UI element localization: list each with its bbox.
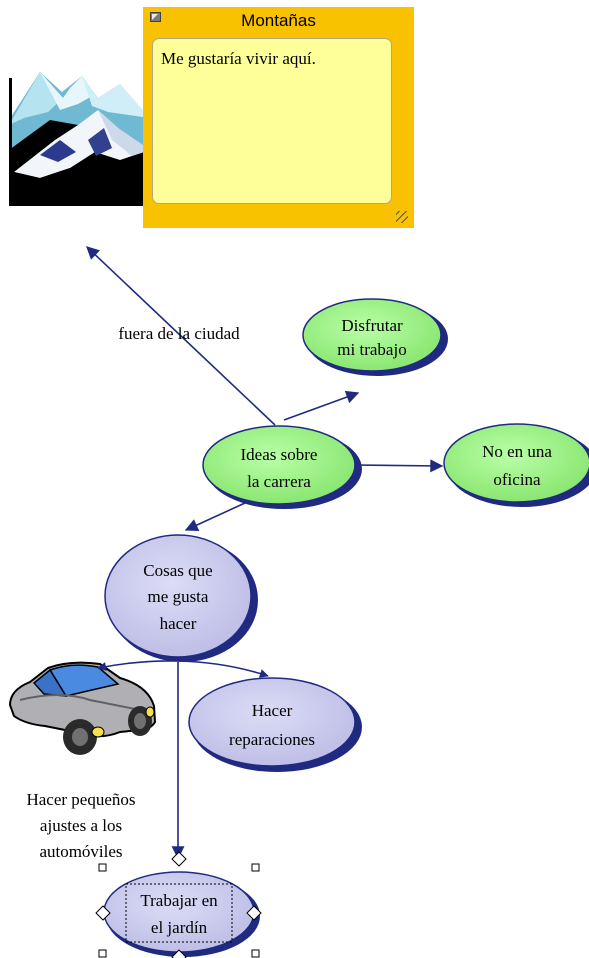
node-repairs-line-1: Hacer	[252, 701, 293, 720]
node-career[interactable]: Ideas sobre la carrera	[202, 425, 362, 509]
link-handle-top[interactable]	[171, 851, 187, 867]
resize-handle-bottom-right[interactable]	[251, 949, 260, 958]
node-repairs[interactable]: Hacer reparaciones	[188, 677, 362, 772]
link-to-mountains[interactable]	[86, 246, 276, 426]
node-likes-line-1: Cosas que	[143, 561, 212, 580]
node-likes[interactable]: Cosas que me gusta hacer	[104, 534, 258, 662]
link-handle-left[interactable]	[95, 905, 111, 921]
car-caption-line-1: Hacer pequeños	[26, 790, 135, 809]
node-career-line-2: la carrera	[247, 472, 311, 491]
link-to-enjoy[interactable]	[283, 390, 360, 421]
note-text-area[interactable]: Me gustaría vivir aquí.	[152, 38, 392, 204]
node-enjoy-line-2: mi trabajo	[337, 340, 406, 359]
link-to-office[interactable]	[354, 459, 444, 473]
node-garden[interactable]: Trabajar en el jardín	[103, 871, 260, 957]
node-office-line-1: No en una	[482, 442, 552, 461]
node-likes-line-3: hacer	[160, 614, 197, 633]
note-title: Montañas	[241, 11, 316, 30]
resize-handle-bottom-left[interactable]	[98, 949, 107, 958]
node-garden-line-1: Trabajar en	[140, 891, 218, 910]
link-label-to-mountains: fuera de la ciudad	[118, 324, 240, 343]
node-office-line-2: oficina	[493, 470, 541, 489]
note-window[interactable]: Montañas Me gustaría vivir aquí.	[143, 7, 414, 228]
node-garden-line-2: el jardín	[151, 918, 208, 937]
link-to-car[interactable]	[97, 660, 179, 671]
link-handle-right[interactable]	[246, 905, 262, 921]
resize-handle-top-right[interactable]	[251, 863, 260, 872]
node-enjoy[interactable]: Disfrutar mi trabajo	[302, 298, 448, 376]
node-career-line-1: Ideas sobre	[241, 445, 318, 464]
focus-rectangle	[125, 883, 233, 943]
node-likes-line-2: me gusta	[148, 587, 209, 606]
link-to-likes[interactable]	[184, 502, 246, 532]
car-caption-line-3: automóviles	[39, 842, 122, 861]
diagram-links	[86, 246, 444, 860]
collapse-icon[interactable]	[150, 12, 161, 22]
car-caption-line-2: ajustes a los	[40, 816, 122, 835]
node-repairs-line-2: reparaciones	[229, 730, 315, 749]
selection-handles[interactable]	[95, 851, 262, 958]
resize-handle-top-left[interactable]	[98, 863, 107, 872]
node-office[interactable]: No en una oficina	[443, 423, 589, 507]
mountains-clipart-icon[interactable]	[9, 72, 155, 206]
link-handle-bottom[interactable]	[171, 949, 187, 958]
car-clipart-icon[interactable]	[8, 661, 157, 755]
node-enjoy-line-1: Disfrutar	[341, 316, 403, 335]
link-to-repairs[interactable]	[177, 660, 269, 678]
resize-grip-icon[interactable]	[396, 211, 408, 223]
